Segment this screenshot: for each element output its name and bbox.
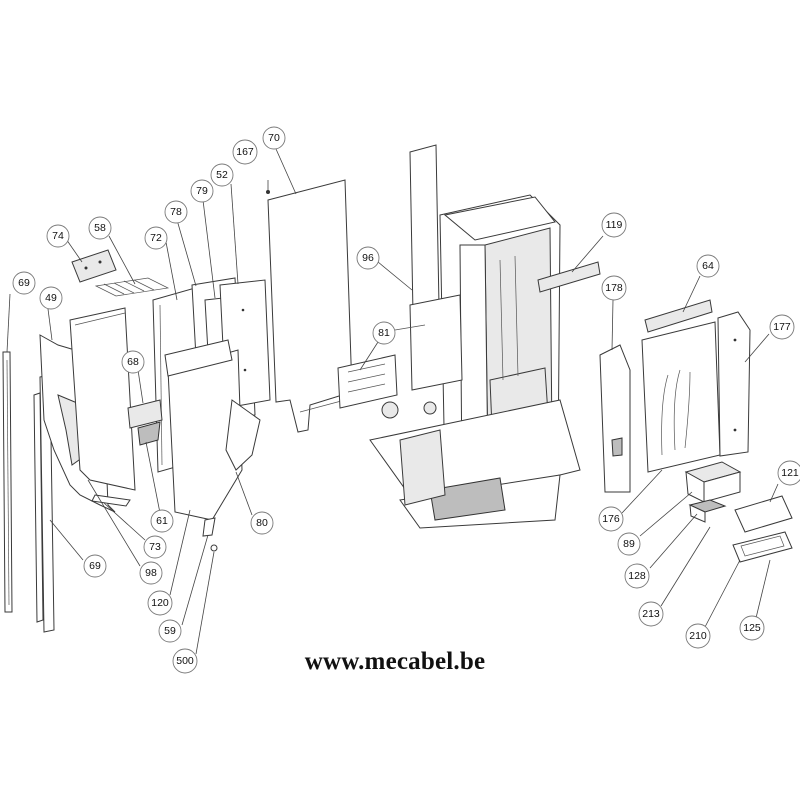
- callout-70: 70: [262, 126, 286, 150]
- callout-89: 89: [617, 532, 641, 556]
- website-url: www.mecabel.be: [304, 648, 486, 675]
- callout-72: 72: [144, 226, 168, 250]
- callout-177: 177: [769, 314, 795, 340]
- callout-167-label: 167: [236, 146, 254, 158]
- callout-79: 79: [190, 179, 214, 203]
- callout-500: 500: [172, 648, 198, 674]
- bracket-74: [71, 249, 117, 283]
- callout-74-label: 74: [52, 230, 64, 242]
- callout-178-label: 178: [605, 282, 623, 294]
- callout-121-label: 121: [781, 467, 799, 479]
- callout-78: 78: [164, 200, 188, 224]
- callout-80: 80: [250, 511, 274, 535]
- callout-120: 120: [147, 590, 173, 616]
- side-rail-69: [2, 351, 13, 613]
- callout-72-label: 72: [150, 232, 162, 244]
- bracket-64: [644, 299, 713, 333]
- callout-98: 98: [139, 561, 163, 585]
- callout-73: 73: [143, 535, 167, 559]
- callout-210-label: 210: [689, 630, 707, 642]
- screw-167: [266, 180, 270, 194]
- panel-178: [599, 344, 631, 493]
- callout-52: 52: [210, 163, 234, 187]
- callout-213-label: 213: [642, 608, 660, 620]
- callout-96-label: 96: [362, 252, 374, 264]
- leader-lines: [6, 148, 779, 655]
- callout-96: 96: [356, 246, 380, 270]
- panel-80: [225, 399, 261, 471]
- callout-89-label: 89: [623, 538, 635, 550]
- callout-68-label: 68: [127, 356, 139, 368]
- callout-119-label: 119: [606, 219, 623, 231]
- callout-125: 125: [739, 615, 765, 641]
- callout-98-label: 98: [145, 567, 157, 579]
- callout-69-top-label: 69: [18, 277, 30, 289]
- rear-panel: [69, 307, 136, 491]
- callout-64-label: 64: [702, 260, 714, 272]
- callout-78-label: 78: [170, 206, 182, 218]
- callout-58: 58: [88, 216, 112, 240]
- panel-177: [717, 311, 751, 457]
- component-68: [127, 399, 163, 446]
- callout-49-label: 49: [45, 292, 57, 304]
- callout-120-label: 120: [151, 597, 169, 609]
- callout-69-bottom: 69: [83, 554, 107, 578]
- callout-176-label: 176: [602, 513, 620, 525]
- callout-210: 210: [685, 623, 711, 649]
- plate-121: [734, 495, 793, 533]
- box-89: [684, 461, 742, 503]
- callout-128-label: 128: [628, 570, 646, 582]
- callout-81: 81: [372, 321, 396, 345]
- callout-68: 68: [121, 350, 145, 374]
- back-panel-70: [267, 179, 353, 433]
- gasket-210: [732, 531, 793, 563]
- callout-73-label: 73: [149, 541, 161, 553]
- callout-178: 178: [601, 275, 627, 301]
- part-128: [688, 499, 727, 523]
- callout-128: 128: [624, 563, 650, 589]
- tray-73: [91, 494, 131, 507]
- callout-176: 176: [598, 506, 624, 532]
- callout-81-label: 81: [378, 327, 390, 339]
- callout-213: 213: [638, 601, 664, 627]
- callout-61: 61: [150, 509, 174, 533]
- callout-59-label: 59: [164, 625, 176, 637]
- callout-61-label: 61: [156, 515, 168, 527]
- callout-69-top: 69: [12, 271, 36, 295]
- callout-500-label: 500: [176, 655, 194, 667]
- callout-52-label: 52: [216, 169, 228, 181]
- callout-80-label: 80: [256, 517, 268, 529]
- front-panel-120: [164, 339, 243, 521]
- callout-70-label: 70: [268, 132, 280, 144]
- callout-167: 167: [232, 139, 258, 165]
- callout-177-label: 177: [773, 321, 791, 333]
- callout-64: 64: [696, 254, 720, 278]
- grid-58: [94, 277, 170, 297]
- callout-49: 49: [39, 286, 63, 310]
- stove-body: [369, 144, 581, 529]
- callout-121: 121: [777, 460, 800, 486]
- panel-176: [641, 321, 721, 473]
- bar-119: [537, 261, 601, 293]
- callout-125-label: 125: [743, 622, 761, 634]
- callout-59: 59: [158, 619, 182, 643]
- callout-58-label: 58: [94, 222, 106, 234]
- small-parts-59-500: [202, 517, 218, 552]
- callout-74: 74: [46, 224, 70, 248]
- callout-119: 119: [601, 212, 627, 238]
- callout-69-bottom-label: 69: [89, 560, 101, 572]
- callout-79-label: 79: [196, 185, 208, 197]
- grille-81: [337, 354, 398, 409]
